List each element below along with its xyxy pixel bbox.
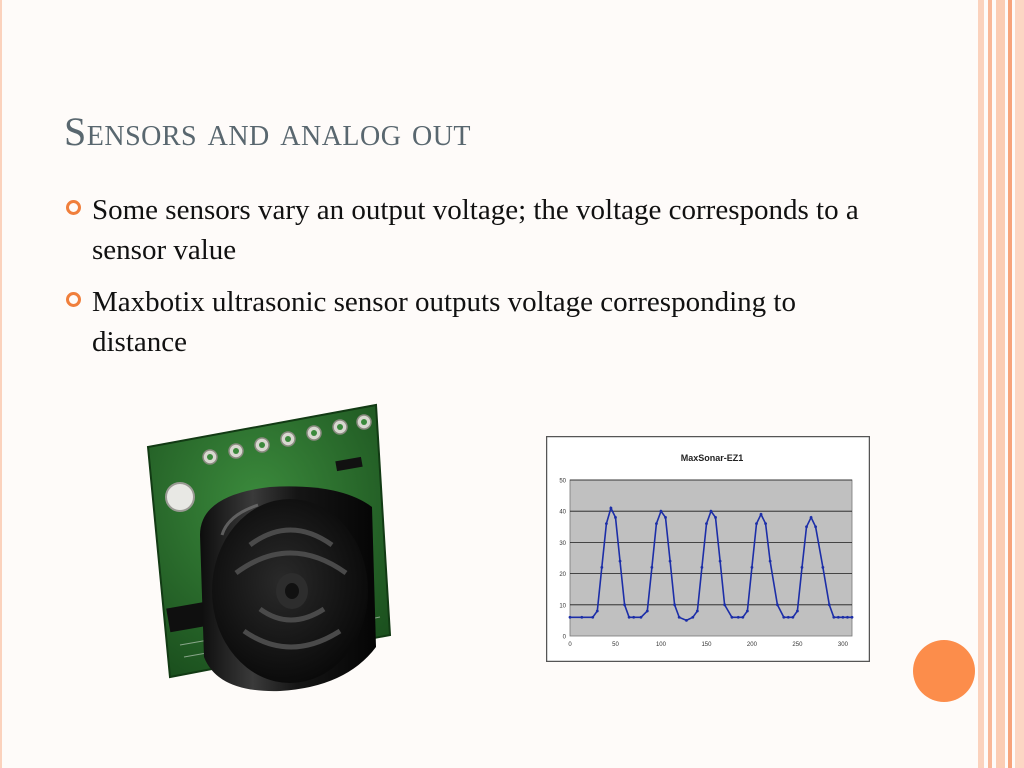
data-point [827, 603, 831, 607]
y-tick-label: 20 [559, 572, 566, 578]
data-point [639, 615, 643, 619]
bullet-list: Some sensors vary an output voltage; the… [66, 190, 886, 374]
data-point [673, 603, 677, 607]
data-point [755, 522, 758, 526]
data-point [786, 615, 790, 619]
data-point [655, 522, 658, 526]
data-point [850, 615, 854, 619]
data-point [791, 615, 795, 619]
data-point [580, 615, 584, 619]
transducer-grille [234, 527, 348, 650]
data-point [618, 559, 622, 563]
x-axis-ticks: 0 50 100 150 200 250 300 [568, 642, 848, 648]
data-point [691, 615, 695, 619]
edge-stripe [1008, 0, 1012, 768]
data-point [632, 615, 636, 619]
data-point [600, 565, 604, 569]
data-point [723, 603, 727, 607]
data-point [614, 516, 617, 519]
ultrasonic-sensor-image [146, 403, 392, 692]
plot-area [569, 479, 853, 637]
data-point [776, 603, 779, 607]
y-axis-ticks: 0 10 20 30 40 50 [559, 479, 566, 641]
data-point [604, 522, 608, 526]
data-point [832, 615, 836, 619]
pin-header [202, 414, 372, 465]
edge-stripe [978, 0, 984, 768]
data-point [745, 609, 749, 613]
data-point [595, 609, 599, 613]
data-point [782, 615, 786, 619]
x-tick-label: 300 [838, 642, 849, 648]
data-point [645, 609, 649, 613]
data-point [750, 565, 754, 569]
bullet-item: Maxbotix ultrasonic sensor outputs volta… [66, 282, 886, 362]
chart-title: MaxSonar-EZ1 [681, 453, 744, 463]
data-point [627, 615, 631, 619]
data-point [821, 565, 825, 569]
data-point [730, 615, 734, 619]
data-point [659, 509, 663, 513]
data-point [709, 509, 713, 513]
data-point [809, 516, 813, 519]
data-point [718, 559, 722, 563]
data-point [714, 516, 717, 519]
maxsonar-chart: MaxSonar-EZ1 0 10 20 30 40 50 0 50 100 150 200 250… [546, 436, 870, 662]
bullet-text: Maxbotix ultrasonic sensor outputs volta… [92, 286, 796, 358]
data-point [685, 619, 688, 622]
data-point [668, 559, 672, 563]
y-tick-label: 30 [559, 541, 566, 547]
data-point [805, 525, 808, 529]
data-point [836, 615, 840, 619]
data-point [650, 565, 654, 569]
accent-circle [913, 640, 975, 702]
edge-stripe [996, 0, 1005, 768]
data-point [796, 609, 799, 613]
data-point [764, 522, 767, 526]
data-point [768, 559, 772, 563]
data-point [623, 603, 626, 607]
bullet-circle-icon [66, 200, 81, 215]
edge-stripe [988, 0, 992, 768]
data-point [705, 522, 708, 526]
data-point [846, 615, 849, 619]
bullet-text: Some sensors vary an output voltage; the… [92, 194, 859, 266]
data-point [695, 609, 699, 613]
edge-line [0, 0, 2, 768]
bullet-item: Some sensors vary an output voltage; the… [66, 190, 886, 270]
data-point [700, 565, 704, 569]
y-tick-label: 50 [559, 479, 566, 485]
data-point [741, 615, 745, 619]
series-line [568, 505, 854, 622]
data-point [664, 516, 667, 519]
data-point [736, 615, 740, 619]
data-point [591, 615, 595, 619]
y-tick-label: 0 [563, 635, 567, 641]
x-tick-label: 50 [612, 642, 619, 648]
data-point [677, 615, 681, 619]
slide-title: Sensors and analog out [64, 109, 472, 154]
x-tick-label: 250 [792, 642, 803, 648]
data-point [759, 512, 763, 516]
data-point [814, 525, 818, 529]
data-point [841, 615, 845, 619]
bullet-circle-icon [66, 292, 81, 307]
data-point [800, 565, 804, 569]
x-tick-label: 150 [701, 642, 712, 648]
data-point [609, 506, 613, 510]
mounting-hole [165, 482, 195, 512]
edge-stripe [1015, 0, 1024, 768]
x-tick-label: 200 [747, 642, 758, 648]
y-tick-label: 10 [559, 603, 566, 609]
x-tick-label: 100 [656, 642, 667, 648]
data-point [568, 615, 572, 619]
y-tick-label: 40 [559, 510, 566, 516]
x-tick-label: 0 [568, 642, 572, 648]
